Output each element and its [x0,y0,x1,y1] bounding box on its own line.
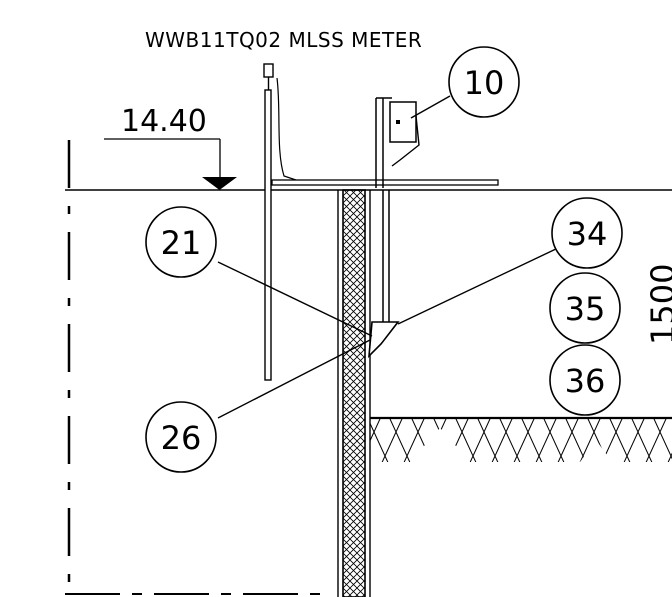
callout-36-label: 36 [565,362,606,400]
callout-35-label: 35 [565,290,606,328]
dimension-label: 1500 [644,264,672,345]
concrete-wall [342,189,366,597]
callout-34-label: 34 [567,215,608,253]
level-triangle-icon [202,177,237,190]
drawing-title: WWB11TQ02 MLSS METER [145,28,422,52]
sensor-probe [368,321,400,359]
level-value: 14.40 [121,104,207,139]
mlss-meter-assembly [368,97,420,359]
callout-26-label: 26 [161,419,202,457]
callout-26: 26 [145,401,217,473]
callout-21: 21 [145,206,217,278]
walkway-plate [271,179,499,186]
callout-36: 36 [549,344,621,416]
callout-34: 34 [551,197,623,269]
callout-10-label: 10 [464,64,505,102]
leader-21 [217,261,373,337]
leader-10 [410,95,451,119]
sensor-cable [276,77,297,181]
leader-26 [217,339,371,419]
support-post [263,63,274,381]
meter-transmitter-box [389,101,417,143]
callout-10: 10 [448,46,520,118]
leader-34 [397,247,559,325]
callout-21-label: 21 [161,224,202,262]
water-level-marker: 14.40 [104,104,237,190]
callout-35: 35 [549,272,621,344]
backfill-soil [370,416,672,462]
